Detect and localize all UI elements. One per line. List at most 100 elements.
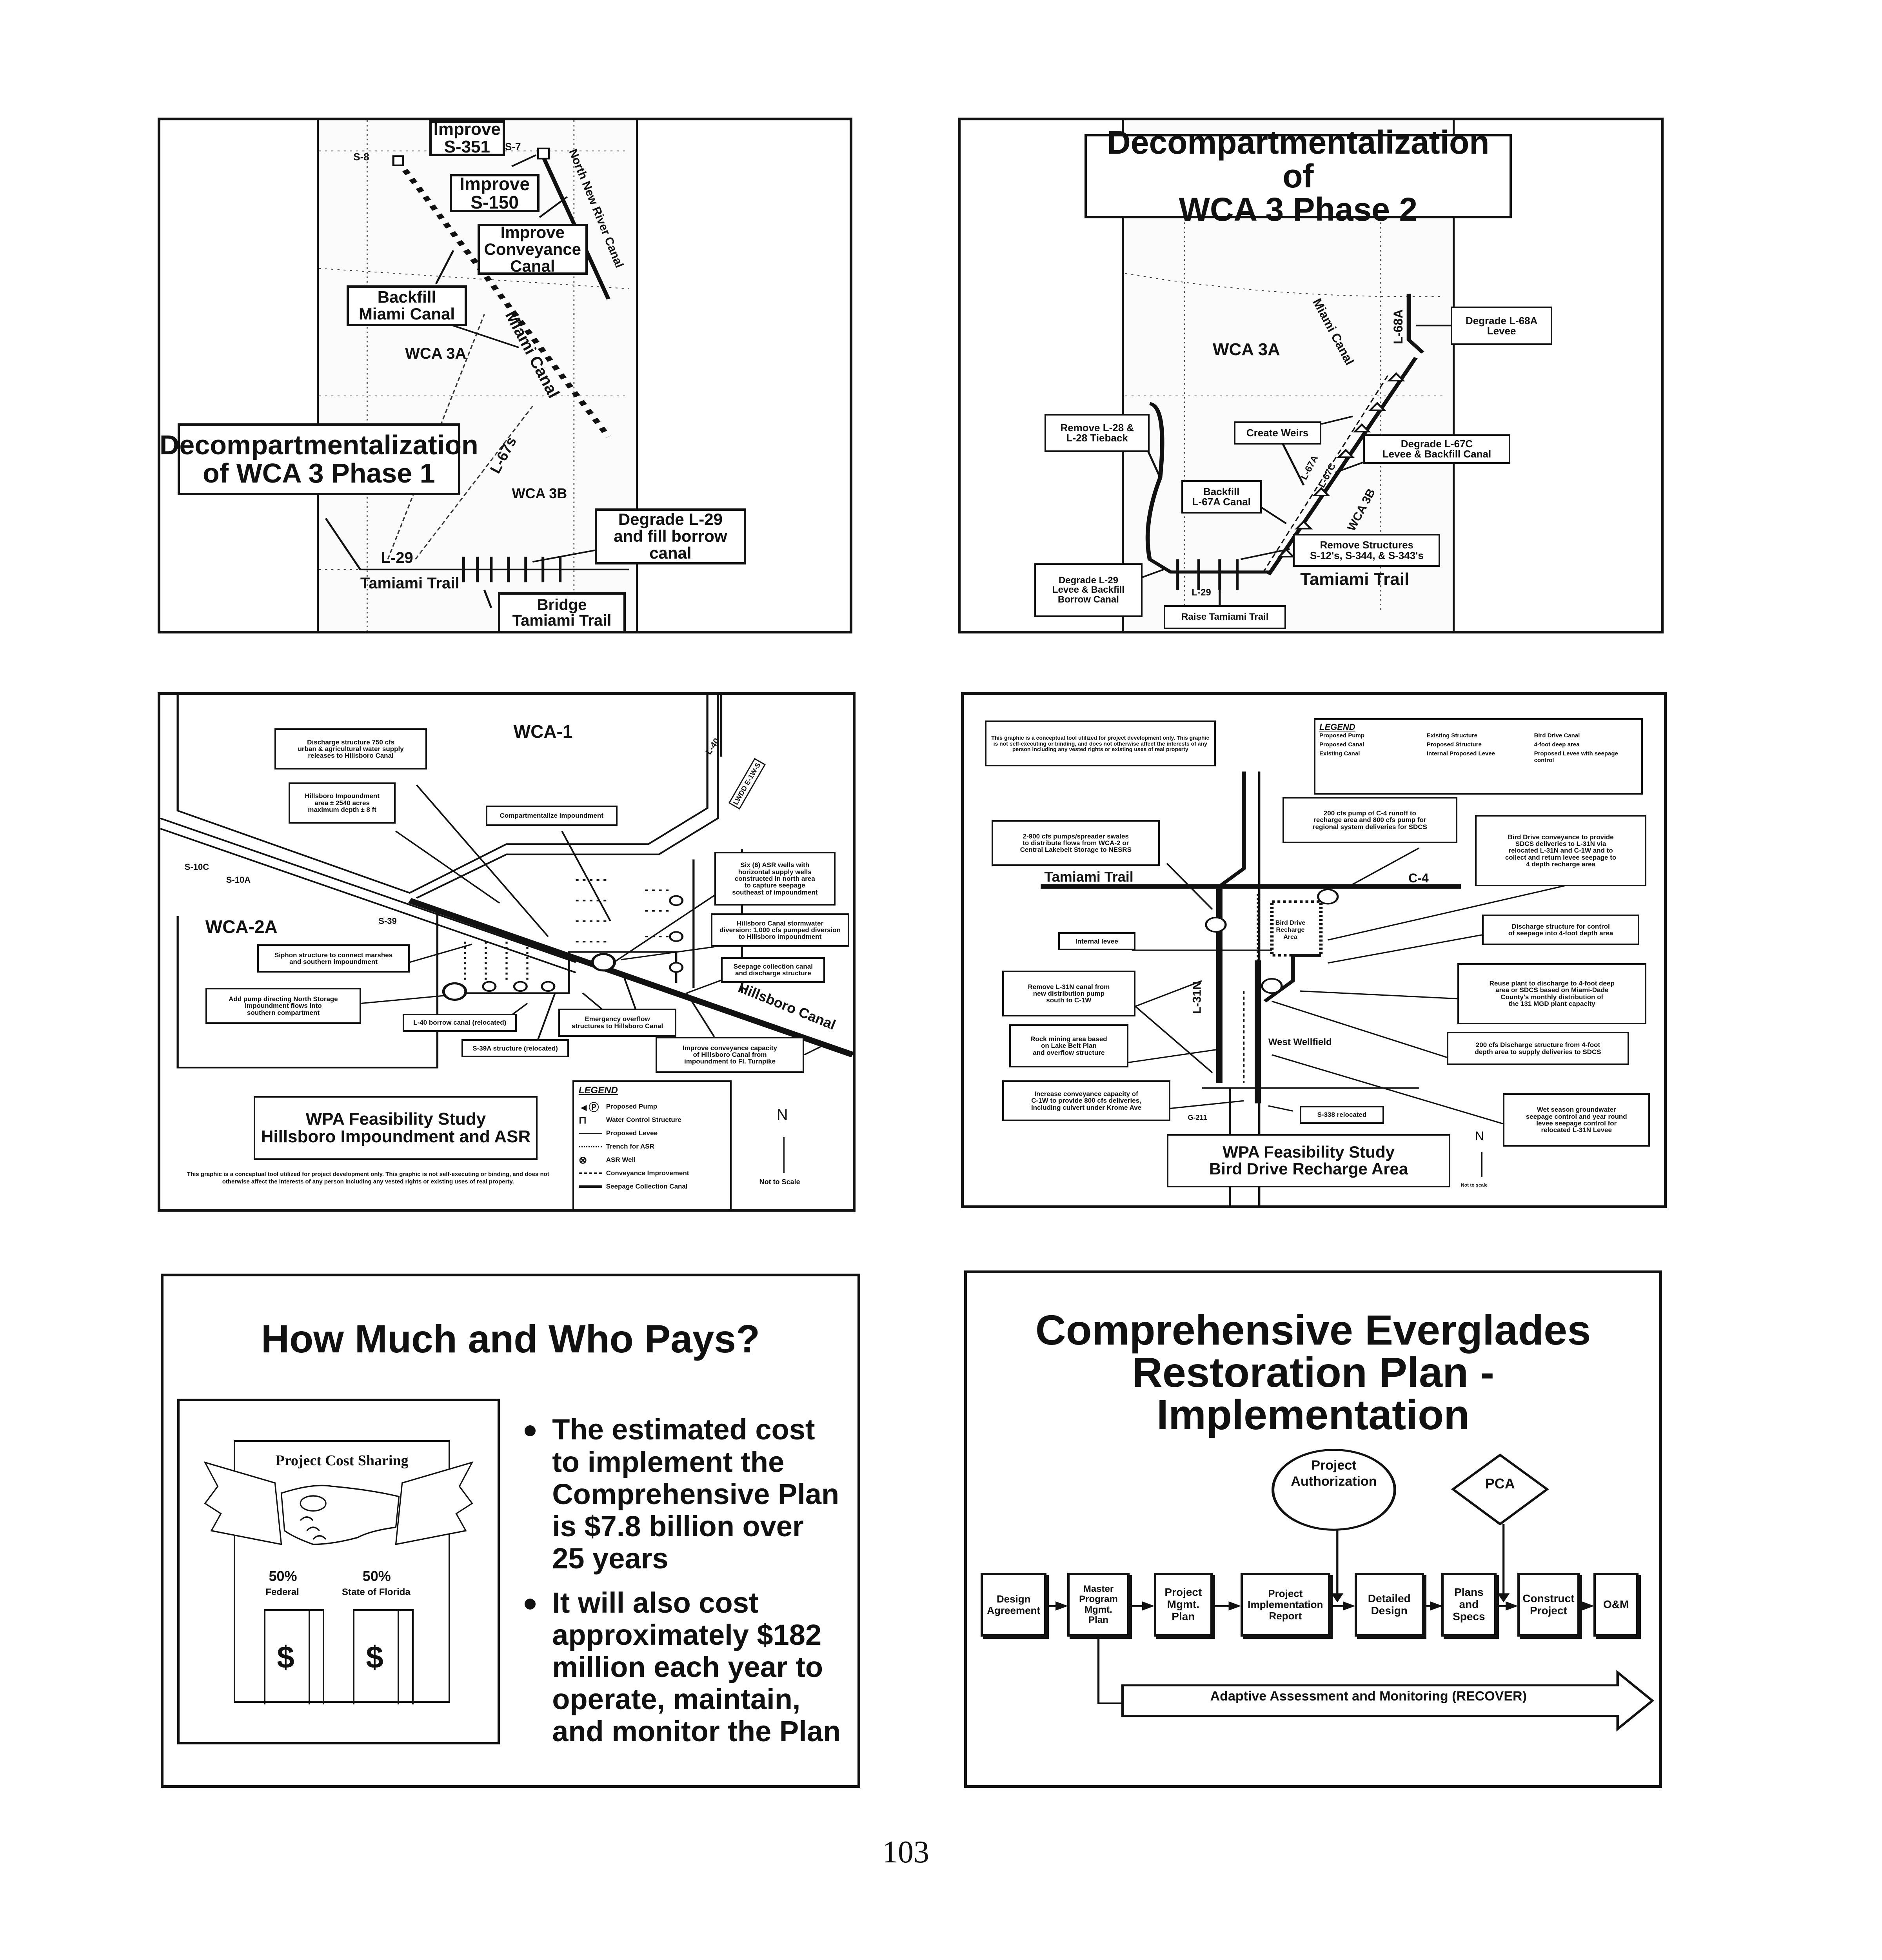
recover-arrow-label: Adaptive Assessment and Monitoring (RECO… xyxy=(1210,1689,1527,1704)
asr-well-icon: ⊗ xyxy=(578,1154,587,1166)
handshake-icon xyxy=(203,1461,474,1545)
callout: S-338 relocated xyxy=(1300,1106,1384,1124)
legend-item: Proposed Pump xyxy=(1319,732,1365,739)
wca3b-label: WCA 3B xyxy=(512,485,567,501)
callout: Seepage collection canal and discharge s… xyxy=(721,957,825,983)
legend-item: 4-foot deep area xyxy=(1534,741,1580,748)
callout: Discharge structure 750 cfs urban & agri… xyxy=(274,728,427,770)
callout: Hillsboro Impoundment area ± 2540 acres … xyxy=(288,782,396,824)
tamiami-label: Tamiami Trail xyxy=(1044,868,1134,885)
legend-item: Conveyance Improvement xyxy=(578,1167,725,1180)
slide-hillsboro-impoundment: WCA-1 WCA-2A S-10C S-10A S-39 L-40 LWDD … xyxy=(158,692,856,1212)
callout-improve-s150: Improve S-150 xyxy=(450,174,540,212)
callout: Wet season groundwater seepage control a… xyxy=(1503,1093,1650,1147)
bullet-icon xyxy=(525,1425,536,1437)
step-project-mgmt-plan: Project Mgmt. Plan xyxy=(1154,1573,1213,1637)
callout: Reuse plant to discharge to 4-foot deep … xyxy=(1457,963,1647,1024)
legend-item: Proposed Levee xyxy=(578,1127,725,1140)
pump-icon: ◄Ⓟ xyxy=(578,1101,599,1113)
title-line2: WCA 3 Phase 2 xyxy=(1179,191,1418,228)
bullet-cost: The estimated cost to implement the Comp… xyxy=(525,1414,843,1575)
bullet-annual-cost: It will also cost approximately $182 mil… xyxy=(525,1586,843,1748)
slide-cerp-implementation: Comprehensive Everglades Restoration Pla… xyxy=(964,1270,1662,1788)
step-project-implementation-report: Project Implementation Report xyxy=(1240,1573,1331,1637)
illustration-frame xyxy=(234,1440,450,1703)
callout: L-40 borrow canal (relocated) xyxy=(403,1013,517,1032)
legend-item: Existing Canal xyxy=(1319,750,1360,757)
l31n-label: L-31N xyxy=(1190,981,1204,1014)
callout: 200 cfs pump of C-4 runoff to recharge a… xyxy=(1282,797,1458,843)
page-number: 103 xyxy=(882,1835,929,1869)
step-detailed-design: Detailed Design xyxy=(1354,1573,1424,1637)
legend-item: Seepage Collection Canal xyxy=(578,1180,725,1193)
cost-sharing-illustration: Project Cost Sharing 50% Federal 50% Sta… xyxy=(177,1398,500,1745)
wca3a-label: WCA 3A xyxy=(405,345,467,362)
legend-item: ⊗ASR Well xyxy=(578,1154,636,1166)
step-construct-project: Construct Project xyxy=(1517,1573,1580,1637)
slide-title: Comprehensive Everglades Restoration Pla… xyxy=(1035,1306,1591,1439)
s8-label: S-8 xyxy=(353,151,369,163)
slide-how-much-who-pays: How Much and Who Pays? Project Cost Shar… xyxy=(161,1274,860,1788)
federal-pct: 50% xyxy=(269,1568,297,1584)
legend-item: Proposed Structure xyxy=(1426,741,1482,748)
levee-icon xyxy=(578,1132,602,1134)
callout-remove-l28: Remove L-28 & L-28 Tieback xyxy=(1045,414,1150,452)
north-label: N xyxy=(1475,1129,1484,1143)
step-om: O&M xyxy=(1593,1573,1639,1637)
not-to-scale: Not to scale xyxy=(1461,1182,1488,1188)
callout-remove-structures: Remove Structures S-12's, S-344, & S-343… xyxy=(1293,534,1441,567)
callout-backfill-miami: Backfill Miami Canal xyxy=(346,285,467,326)
g211-label: G-211 xyxy=(1188,1113,1207,1122)
state-pct: 50% xyxy=(362,1568,391,1584)
callout-degrade-l29: Degrade L-29 and fill borrow canal xyxy=(594,508,747,564)
slide-title: How Much and Who Pays? xyxy=(261,1317,760,1361)
s10c-label: S-10C xyxy=(184,862,209,872)
callout: Siphon structure to connect marshes and … xyxy=(257,944,410,973)
callout: Bird Drive conveyance to provide SDCS de… xyxy=(1475,815,1647,887)
callout-improve-conveyance: Improve Conveyance Canal xyxy=(477,224,588,275)
slide-wca3-phase2: Decompartmentalization of WCA 3 Phase 2 … xyxy=(958,118,1664,633)
disclaimer-box: This graphic is a conceptual tool utiliz… xyxy=(985,720,1216,767)
callout: Emergency overflow structures to Hillsbo… xyxy=(558,1008,676,1037)
wca3a-label: WCA 3A xyxy=(1212,339,1280,359)
wca2a-label: WCA-2A xyxy=(205,916,278,937)
dollar-icon: $ xyxy=(366,1640,383,1675)
callout-degrade-l67c: Degrade L-67C Levee & Backfill Canal xyxy=(1363,434,1510,464)
legend-item: Existing Structure xyxy=(1426,732,1477,739)
disclaimer: This graphic is a conceptual tool utiliz… xyxy=(187,1171,549,1185)
pca-node: PCA xyxy=(1485,1475,1515,1492)
title-box: WPA Feasibility Study Hillsboro Impoundm… xyxy=(254,1096,538,1160)
s10a-label: S-10A xyxy=(226,875,251,885)
title-line2: of WCA 3 Phase 1 xyxy=(203,457,435,488)
title-line1: Decompartmentalization of xyxy=(1107,124,1490,194)
hillsboro-canal-line xyxy=(408,898,853,1058)
callout-raise-tamiami: Raise Tamiami Trail xyxy=(1163,605,1286,630)
callout: Discharge structure for control of seepa… xyxy=(1482,914,1640,945)
legend-item: ⊓Water Control Structure xyxy=(578,1114,681,1126)
callout: S-39A structure (relocated) xyxy=(461,1039,569,1058)
title-line1: Decompartmentalization xyxy=(159,430,478,461)
tamiami-label: Tamiami Trail xyxy=(360,574,460,592)
federal-label: Federal xyxy=(265,1587,299,1597)
north-label: N xyxy=(776,1106,788,1123)
conveyance-icon xyxy=(578,1172,602,1174)
title-box: WPA Feasibility Study Bird Drive Recharg… xyxy=(1166,1134,1451,1188)
callout: 200 cfs Discharge structure from 4-foot … xyxy=(1447,1032,1629,1065)
callout: Remove L-31N canal from new distribution… xyxy=(1002,971,1135,1017)
illustration-caption: Project Cost Sharing xyxy=(275,1452,409,1469)
miami-canal-line xyxy=(395,160,611,438)
flow-connectors xyxy=(1048,1448,1655,1732)
callout-backfill-l67a: Backfill L-67A Canal xyxy=(1181,480,1262,514)
title-box: Decompartmentalization of WCA 3 Phase 2 xyxy=(1085,125,1512,226)
legend-title: LEGEND xyxy=(1319,722,1355,732)
callout-degrade-l68a: Degrade L-68A Levee xyxy=(1451,307,1553,345)
legend-title: LEGEND xyxy=(578,1085,618,1096)
not-to-scale: Not to Scale xyxy=(759,1178,800,1186)
callout: Rock mining area based on Lake Belt Plan… xyxy=(1009,1024,1128,1068)
c4-label: C-4 xyxy=(1408,871,1429,886)
map-lines xyxy=(160,695,853,1069)
step-plans-and-specs: Plans and Specs xyxy=(1441,1573,1497,1637)
title-line2: Hillsboro Impoundment and ASR xyxy=(261,1127,531,1146)
